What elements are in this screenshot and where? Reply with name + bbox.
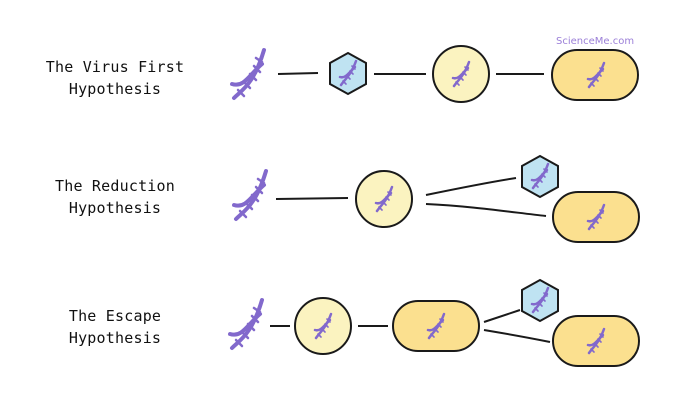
dna-helix-icon [228,298,264,350]
hexagon-virus-icon [329,51,367,96]
connector-line [483,309,521,323]
connector-line [425,203,547,217]
row-label-virus-first: The Virus First Hypothesis [20,56,210,100]
watermark: ScienceMe.com [556,36,635,47]
connector-line [483,329,551,343]
oval-cell-icon [392,300,480,352]
oval-cell-icon [551,49,639,101]
label-line: Hypothesis [68,80,162,98]
row-label-escape: The Escape Hypothesis [20,305,210,349]
connector-line [425,177,517,196]
hexagon-virus-icon [521,154,559,199]
dna-helix-icon [232,169,268,221]
row-virus-first [230,45,639,103]
label-line: The Reduction [55,177,175,195]
label-line: The Escape [68,307,162,325]
row-reduction [232,154,640,243]
label-line: Hypothesis [68,329,162,347]
hexagon-virus-icon [521,278,559,323]
round-cell-icon [432,45,490,103]
connector-line [275,197,349,200]
connector-line [277,72,319,75]
row-escape [228,278,640,367]
round-cell-icon [355,170,413,228]
dna-helix-icon [230,48,266,100]
label-line: Hypothesis [68,199,162,217]
oval-cell-icon [552,315,640,367]
row-label-reduction: The Reduction Hypothesis [20,175,210,219]
oval-cell-icon [552,191,640,243]
label-line: The Virus First [45,58,185,76]
round-cell-icon [294,297,352,355]
